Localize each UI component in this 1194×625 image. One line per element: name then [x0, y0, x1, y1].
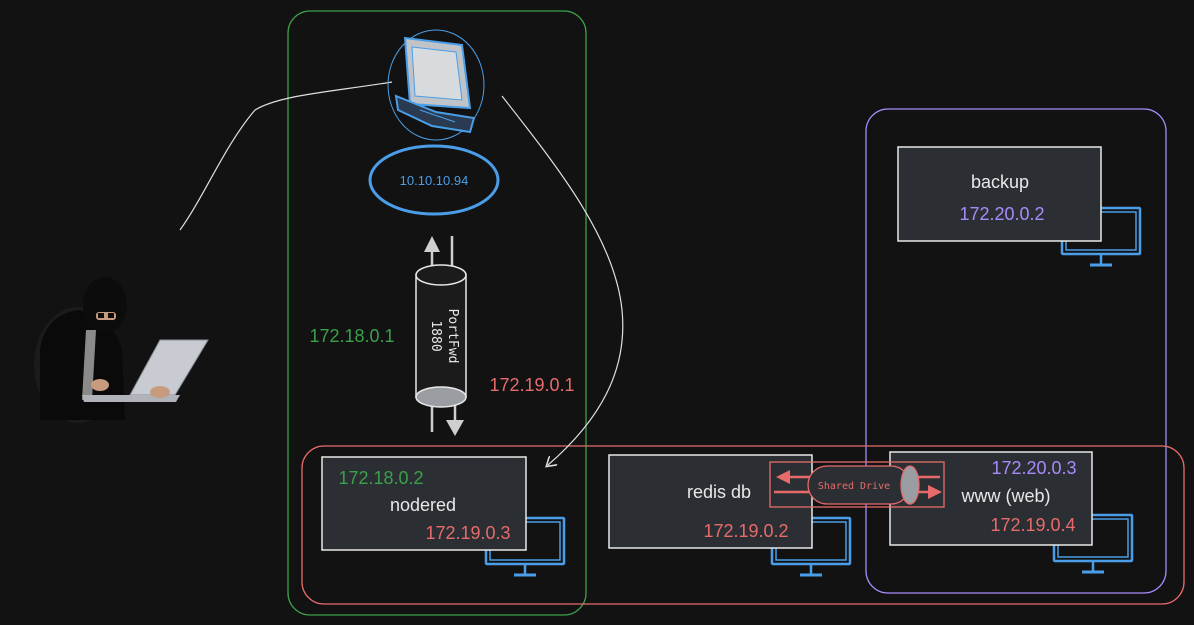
portfwd-port-label: 1880 [428, 320, 443, 351]
purple-network-zone [865, 108, 1167, 594]
www-name: www (web) [960, 486, 1050, 506]
attacker-connection-line [179, 81, 393, 231]
redis-ip: 172.19.0.2 [703, 521, 788, 541]
host-to-nodered-arrow [501, 95, 624, 465]
www-red-ip: 172.19.0.4 [990, 515, 1075, 535]
host-ip-ellipse [368, 144, 500, 216]
backup-ip: 172.20.0.2 [959, 204, 1044, 224]
backup-node [897, 146, 1102, 242]
red-network-zone [301, 445, 1185, 605]
www-node [889, 451, 1093, 546]
shared-drive [769, 461, 945, 508]
redis-node [608, 454, 813, 549]
shared-drive-label: Shared Drive [818, 481, 890, 492]
attacker-icon [34, 277, 209, 423]
portfwd-label: PortFwd [445, 309, 460, 364]
red-gateway-ip: 172.19.0.1 [489, 375, 574, 395]
nodered-name: nodered [390, 495, 456, 515]
host-computer-icon [387, 29, 485, 141]
www-purple-ip: 172.20.0.3 [991, 458, 1076, 478]
nodered-green-ip: 172.18.0.2 [338, 468, 423, 488]
nodered-node [321, 456, 527, 551]
backup-name: backup [971, 172, 1029, 192]
green-gateway-ip: 172.18.0.1 [309, 326, 394, 346]
nodered-red-ip: 172.19.0.3 [425, 523, 510, 543]
host-ip-label: 10.10.10.94 [400, 173, 469, 188]
redis-name: redis db [687, 482, 751, 502]
portfwd-tunnel [415, 264, 467, 408]
green-network-zone [287, 10, 587, 616]
